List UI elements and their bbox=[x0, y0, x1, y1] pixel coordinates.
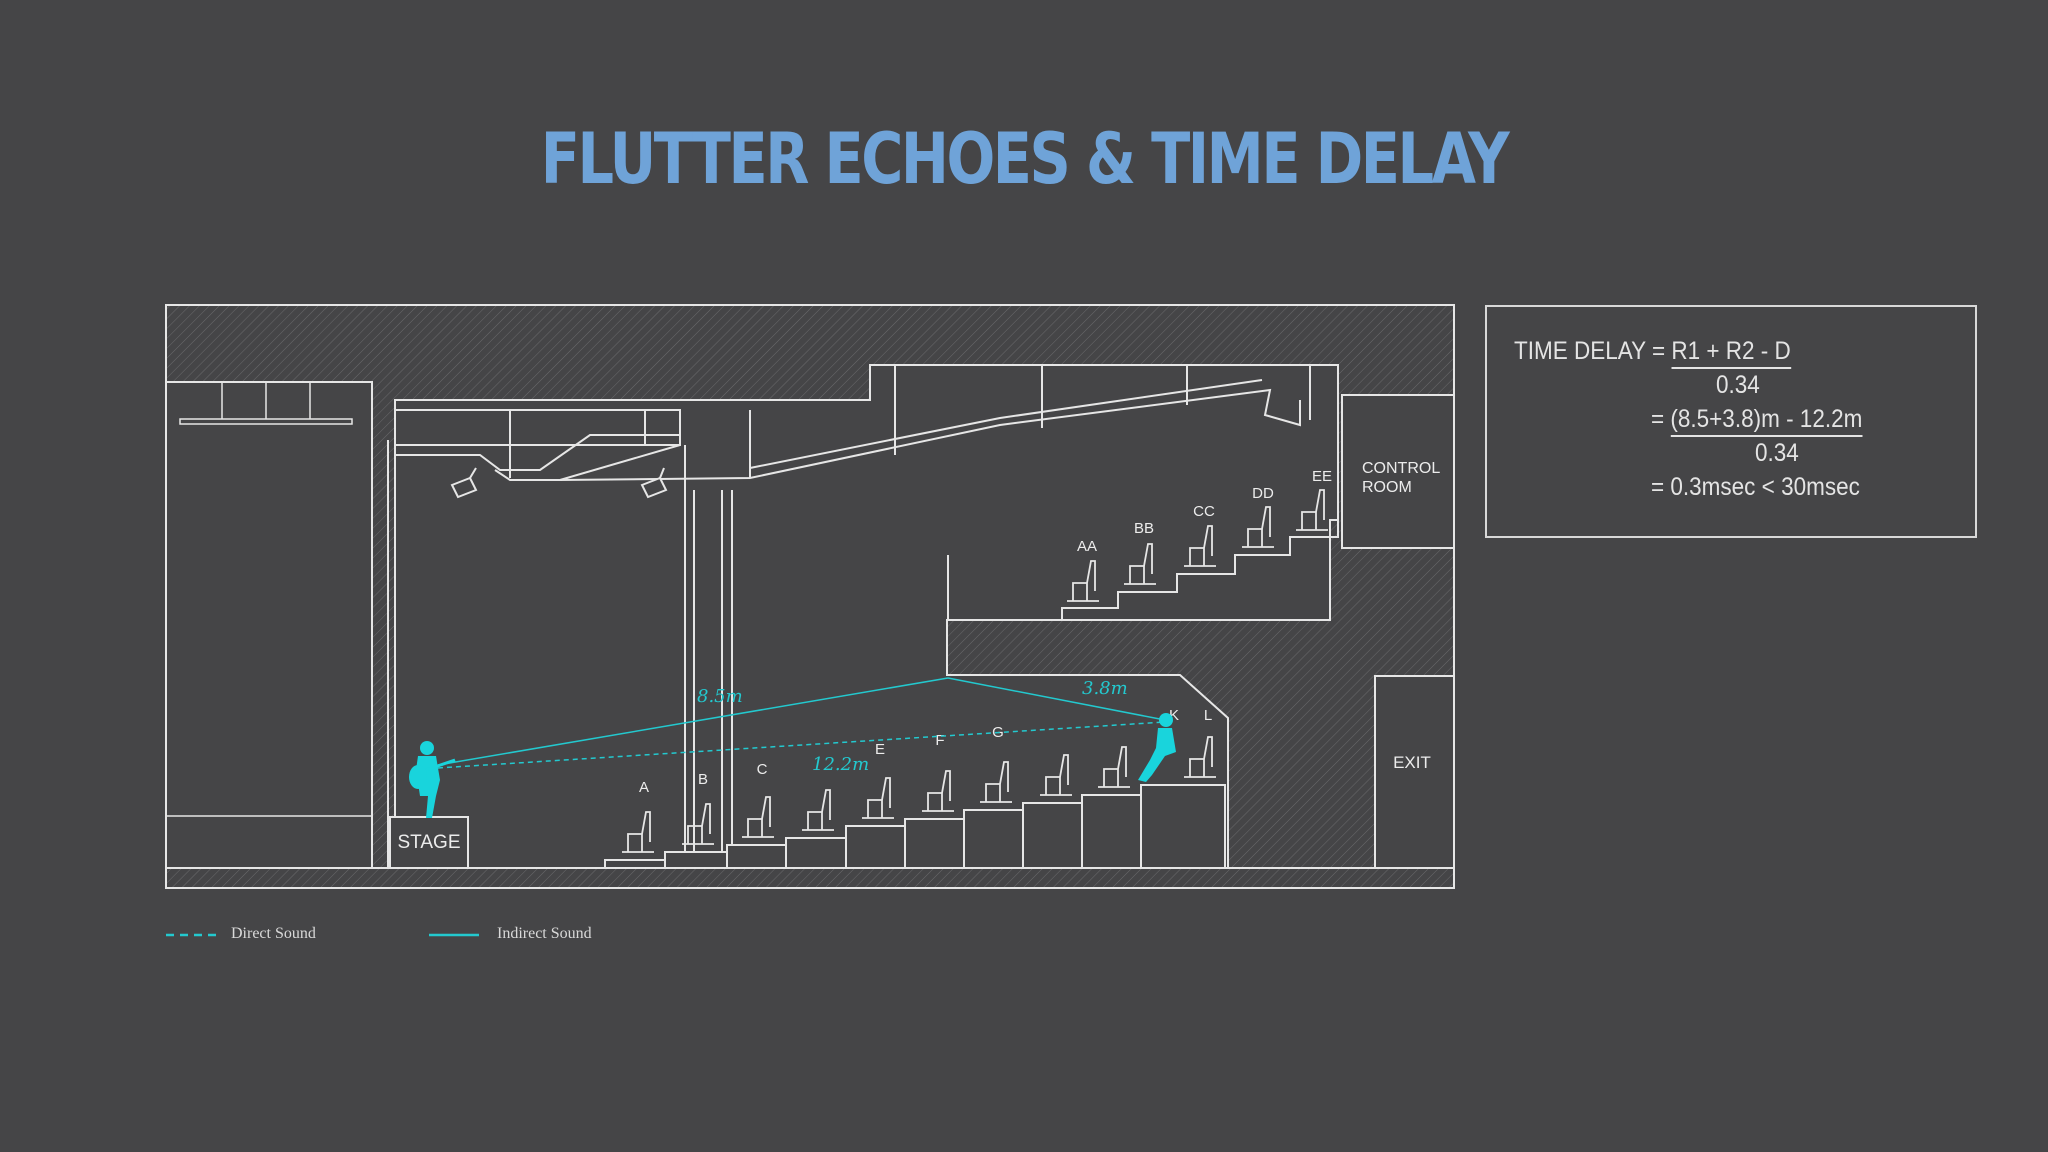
seat-icon bbox=[862, 777, 894, 819]
legend-direct: Direct Sound bbox=[231, 925, 316, 943]
legend-direct-label: Direct Sound bbox=[231, 925, 316, 942]
control-room-label: CONTROL bbox=[1362, 460, 1440, 477]
balcony-seating-tiers bbox=[1061, 520, 1339, 620]
row-label: L bbox=[1204, 707, 1212, 724]
listener-icon bbox=[1138, 713, 1176, 782]
seat-icons bbox=[622, 489, 1328, 853]
row-label: C bbox=[757, 761, 768, 778]
row-label: CC bbox=[1193, 503, 1215, 520]
control-room-label-2: ROOM bbox=[1362, 479, 1412, 496]
stage-block bbox=[389, 816, 469, 869]
seating-riser bbox=[1022, 802, 1083, 869]
seat-icon bbox=[1040, 754, 1072, 796]
formula-line-5: = 0.3msec < 30msec bbox=[1651, 473, 1860, 501]
row-label: EE bbox=[1312, 468, 1332, 485]
row-label: F bbox=[935, 732, 944, 749]
row-label: E bbox=[875, 741, 885, 758]
seat-icon bbox=[682, 803, 714, 845]
seat-icon bbox=[1184, 525, 1216, 567]
seat-icon bbox=[980, 761, 1012, 803]
row-label: K bbox=[1169, 707, 1179, 724]
seat-icon bbox=[1242, 506, 1274, 548]
stage-label: STAGE bbox=[398, 832, 461, 853]
seat-icon bbox=[1098, 746, 1130, 788]
lower-seating-tiers bbox=[604, 784, 1226, 869]
dimension-r1: 8.5m bbox=[697, 686, 743, 707]
exit-label: EXIT bbox=[1393, 753, 1431, 772]
seat-icon bbox=[1124, 543, 1156, 585]
seating-riser bbox=[664, 851, 728, 869]
dimension-direct: 12.2m bbox=[812, 754, 869, 775]
seating-riser bbox=[904, 818, 965, 869]
seat-icon bbox=[922, 770, 954, 812]
time-delay-formula-box: TIME DELAY = R1 + R2 - D 0.34 = (8.5+3.8… bbox=[1485, 305, 1977, 538]
seat-icon bbox=[1067, 560, 1099, 602]
legend-indirect-label: Indirect Sound bbox=[497, 925, 592, 942]
spotlight-icon bbox=[450, 467, 668, 499]
seating-riser bbox=[785, 837, 847, 869]
legend-indirect: Indirect Sound bbox=[497, 925, 592, 943]
seat-icon bbox=[742, 796, 774, 838]
balcony-steps bbox=[1061, 520, 1339, 620]
row-label: A bbox=[639, 779, 649, 796]
performer-icon bbox=[409, 741, 456, 818]
formula-line-4: 0.34 bbox=[1755, 439, 1799, 467]
seat-icon bbox=[802, 789, 834, 831]
row-label: AA bbox=[1077, 538, 1097, 555]
seat-icon bbox=[1296, 489, 1328, 531]
row-label: DD bbox=[1252, 485, 1274, 502]
seating-riser bbox=[1081, 794, 1142, 869]
dimension-r2: 3.8m bbox=[1082, 678, 1128, 699]
reflected-path-r2 bbox=[947, 677, 1166, 721]
seating-riser bbox=[963, 809, 1024, 869]
seating-riser bbox=[1140, 784, 1226, 869]
seat-icon bbox=[622, 811, 654, 853]
page-title: FLUTTER ECHOES & TIME DELAY bbox=[540, 118, 1510, 200]
building-outline bbox=[165, 304, 1455, 889]
row-label: BB bbox=[1134, 520, 1154, 537]
formula-line-1: TIME DELAY = R1 + R2 - D bbox=[1514, 337, 1791, 369]
formula-line-3: = (8.5+3.8)m - 12.2m bbox=[1651, 405, 1863, 437]
seating-riser bbox=[726, 844, 787, 869]
seating-riser bbox=[845, 825, 906, 869]
direct-path bbox=[437, 721, 1166, 769]
seat-icon bbox=[1184, 736, 1216, 778]
seating-riser bbox=[604, 859, 666, 869]
reflected-path-r1 bbox=[437, 677, 949, 766]
formula-line-2: 0.34 bbox=[1716, 371, 1760, 399]
row-label: B bbox=[698, 771, 708, 788]
ceiling-structure bbox=[387, 365, 1311, 868]
sound-paths bbox=[437, 677, 1166, 769]
